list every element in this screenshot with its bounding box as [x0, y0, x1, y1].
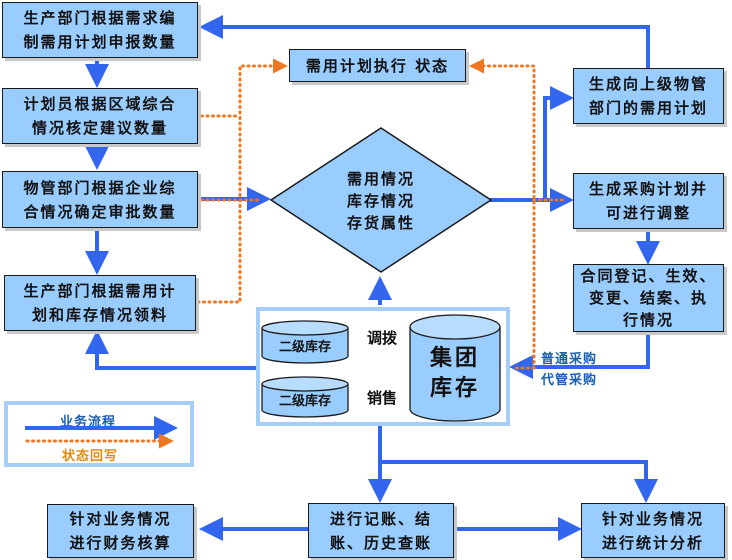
planner-suggest-box: 计划员根据区域综合 情况核定建议数量	[2, 88, 198, 144]
flow-branch-to-stats	[380, 460, 658, 503]
apply-quantity-box: 生产部门根据需求编 制需用计划申报数量	[2, 2, 198, 58]
status-right-line	[469, 58, 536, 370]
secondary-inventory-label-1: 二级库存	[278, 340, 331, 355]
consign-purchase-label: 代管采购	[541, 373, 598, 388]
sales-label: 销售	[367, 389, 398, 407]
secondary-inventory-label-2: 二级库存	[278, 394, 331, 409]
status-flow-lines	[194, 58, 568, 370]
group-inventory-label: 集团 库存	[429, 346, 480, 401]
legend-status-label: 状态回写	[62, 449, 119, 464]
flow-contract-to-inventory	[509, 332, 650, 379]
purchase-plan-box: 生成采购计划并 可进行调整	[573, 173, 724, 229]
ledger-box: 进行记账、结 账、历史查账	[308, 503, 454, 558]
flow-branch-to-upper	[543, 86, 574, 200]
plan-status-box: 需用计划执行 状态	[289, 49, 466, 82]
flow-inventory-to-draw	[85, 330, 258, 370]
transfer-label: 调拨	[367, 329, 398, 347]
legend-flow-label: 业务流程	[60, 415, 117, 430]
business-flow-lines	[85, 15, 660, 541]
finance-accounting-box: 针对业务情况 进行财务核算	[47, 504, 194, 558]
draw-material-box: 生产部门根据需用计 划和库存情况领料	[4, 275, 196, 331]
legend-panel	[4, 401, 194, 467]
upper-demand-plan-box: 生成向上级物管 部门的需用计划	[573, 68, 724, 124]
statistics-box: 针对业务情况 进行统计分析	[581, 503, 725, 558]
contract-box: 合同登记、生效、 变更、结案、执 行情况	[573, 264, 724, 332]
approve-quantity-box: 物管部门根据企业综 合情况确定审批数量	[2, 171, 198, 228]
decision-diamond	[269, 127, 493, 273]
status-draw-line	[196, 58, 288, 304]
decision-text: 需用情况 库存情况 存货属性	[346, 170, 415, 232]
flow-upper-to-apply	[199, 15, 650, 68]
normal-purchase-label: 普通采购	[541, 352, 598, 367]
